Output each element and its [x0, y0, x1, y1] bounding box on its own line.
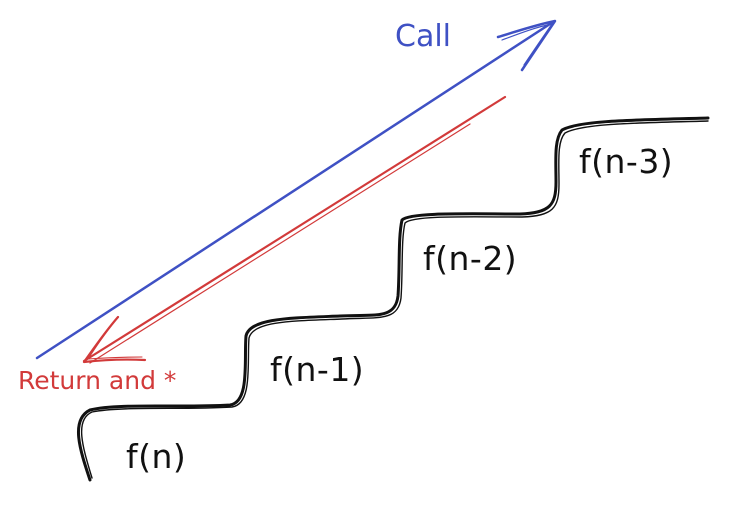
return-label: Return and *	[18, 366, 176, 395]
return-arrow-head-echo	[86, 321, 143, 360]
call-arrow-shaft	[35, 20, 555, 360]
call-arrow-head-echo	[501, 23, 554, 66]
return-arrow-shaft	[82, 95, 507, 363]
return-arrow	[82, 95, 507, 364]
step-label-f-n-1: f(n-1)	[270, 350, 364, 389]
step-label-f-n: f(n)	[126, 437, 186, 476]
staircase-outline-shadow	[80, 120, 709, 479]
step-label-f-n-3: f(n-3)	[579, 142, 673, 181]
call-arrow-head	[496, 19, 557, 72]
call-arrow	[35, 19, 557, 360]
step-label-f-n-2: f(n-2)	[423, 239, 517, 278]
call-label: Call	[395, 19, 451, 54]
staircase-outline	[76, 116, 710, 482]
return-arrow-shaft-echo	[89, 123, 471, 364]
